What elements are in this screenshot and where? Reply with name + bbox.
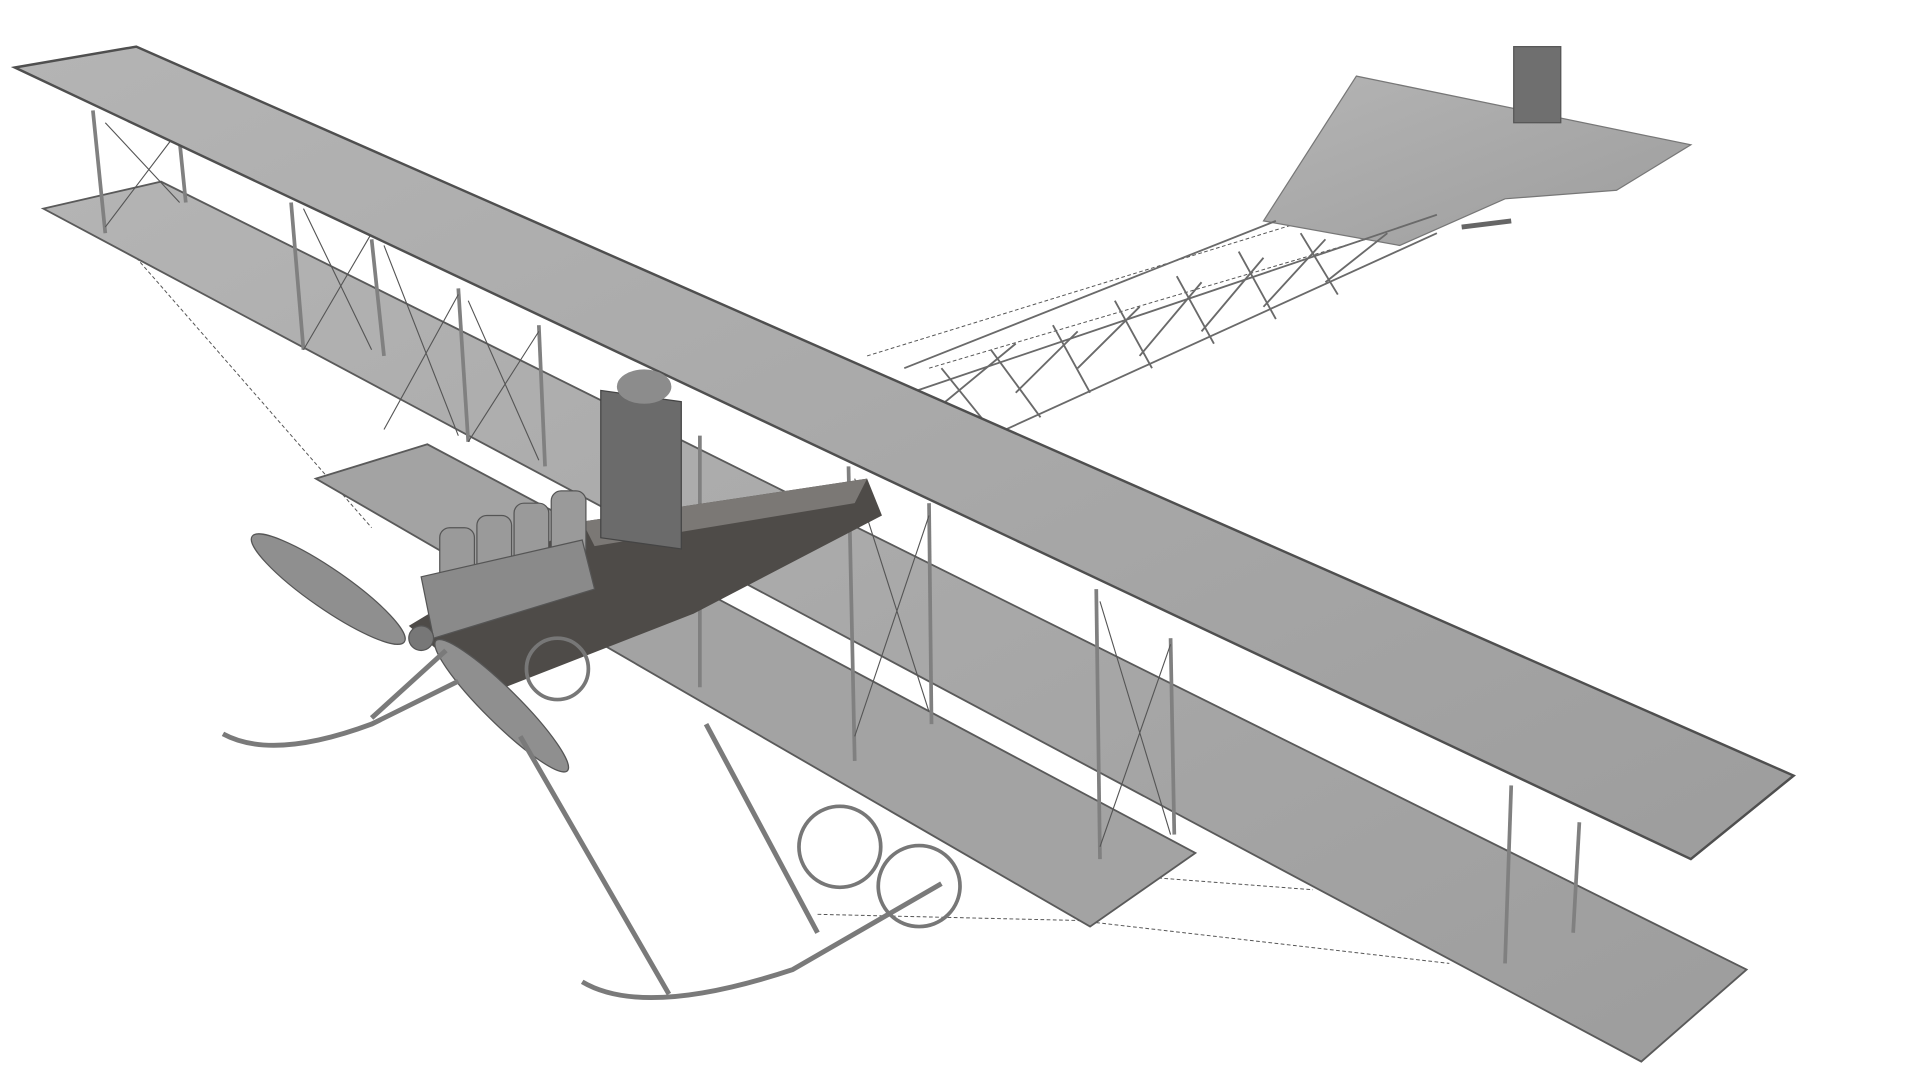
tail-boom-truss bbox=[903, 213, 1438, 443]
wheel-right bbox=[876, 843, 962, 929]
tail-assembly bbox=[1262, 46, 1693, 247]
fuselage-nacelle bbox=[408, 369, 882, 694]
rudder bbox=[1513, 46, 1562, 124]
landing-gear bbox=[221, 636, 962, 1000]
middle-wing bbox=[40, 180, 1749, 1063]
cross-bracing bbox=[104, 122, 1172, 847]
propeller bbox=[250, 533, 570, 773]
front-skid bbox=[221, 678, 460, 748]
fuel-tank bbox=[616, 369, 672, 404]
main-skid bbox=[580, 881, 943, 1000]
wheel-nacelle bbox=[524, 636, 591, 702]
engine bbox=[420, 490, 596, 639]
tail-skid bbox=[1461, 218, 1512, 230]
wheel-left bbox=[797, 804, 883, 890]
tailplane bbox=[1262, 75, 1693, 247]
radiator bbox=[600, 389, 682, 550]
upper-wing bbox=[10, 45, 1796, 861]
